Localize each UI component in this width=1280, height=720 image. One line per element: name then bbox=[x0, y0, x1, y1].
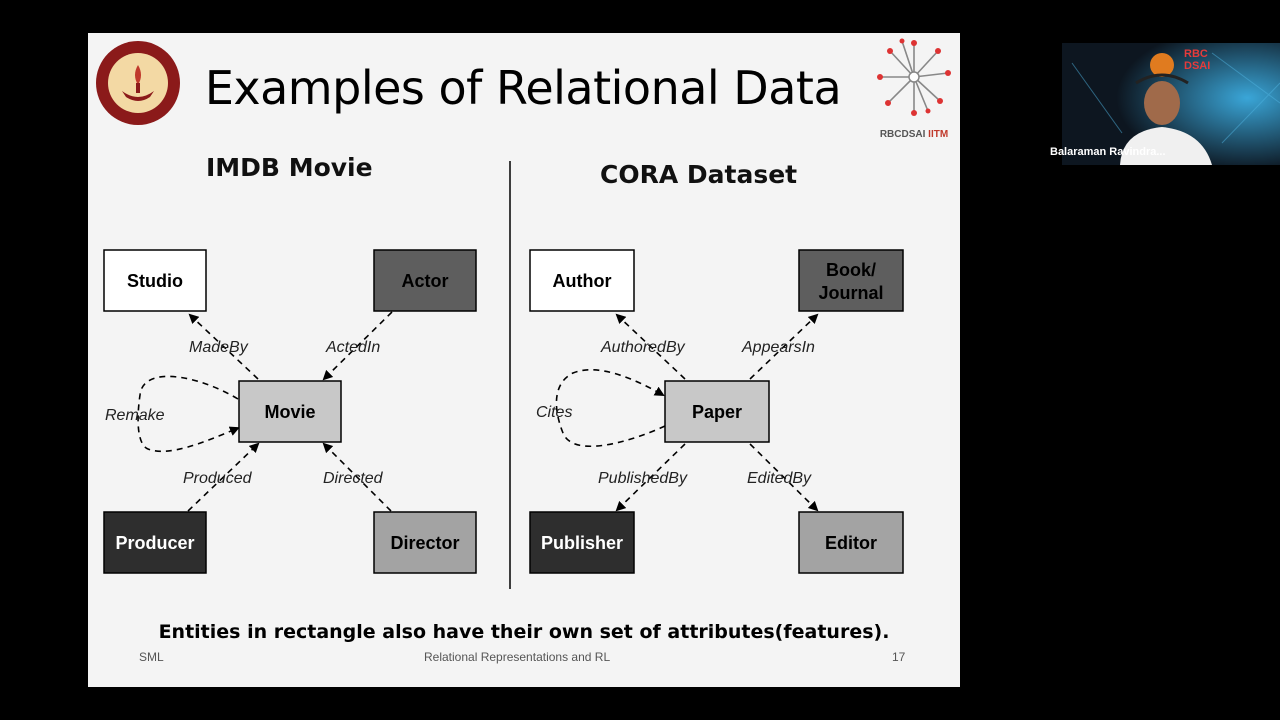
slide-title: Examples of Relational Data bbox=[204, 61, 842, 115]
edge-label-remake: Remake bbox=[105, 407, 165, 424]
participant-name: Balaraman Ravindra... bbox=[1050, 146, 1166, 158]
edge-label-acted-in: ActedIn bbox=[325, 339, 380, 356]
badge-text-2: DSAI bbox=[1184, 60, 1210, 72]
node-paper: Paper bbox=[664, 380, 770, 443]
person-body bbox=[1120, 127, 1212, 165]
edge-label-produced: Produced bbox=[183, 470, 253, 487]
node-book-journal-label-2: Journal bbox=[818, 283, 883, 303]
node-editor: Editor bbox=[798, 511, 904, 574]
page-number: 17 bbox=[892, 650, 906, 664]
edge-authored-by bbox=[615, 313, 686, 380]
edge-appears-in bbox=[749, 313, 819, 380]
edge-label-cites: Cites bbox=[536, 404, 572, 421]
edge-remake bbox=[137, 375, 240, 453]
edge-label-published-by: PublishedBy bbox=[598, 470, 688, 487]
slide: Examples of Relational Data RBCDSAI IITM… bbox=[88, 33, 960, 687]
edge-made-by bbox=[188, 313, 259, 380]
person-head bbox=[1144, 81, 1180, 125]
node-movie: Movie bbox=[238, 380, 342, 443]
edge-label-authored-by: AuthoredBy bbox=[600, 339, 686, 356]
footer-course: SML bbox=[139, 650, 164, 664]
edge-cites bbox=[555, 369, 666, 447]
node-paper-label: Paper bbox=[692, 402, 742, 422]
badge-text-1: RBC bbox=[1184, 48, 1208, 60]
relational-diagrams: Studio Actor Movie Producer Director Mad… bbox=[103, 161, 904, 589]
node-actor: Actor bbox=[373, 249, 477, 312]
cora-section-title: CORA Dataset bbox=[600, 160, 798, 189]
slide-caption: Entities in rectangle also have their ow… bbox=[158, 621, 890, 643]
headset bbox=[1135, 73, 1189, 85]
node-director-label: Director bbox=[390, 533, 459, 553]
edge-label-appears-in: AppearsIn bbox=[741, 339, 815, 356]
footer-topic: Relational Representations and RL bbox=[424, 650, 611, 664]
node-editor-label: Editor bbox=[825, 533, 877, 553]
node-director: Director bbox=[373, 511, 477, 574]
edge-label-made-by: MadeBy bbox=[189, 339, 249, 356]
node-book-journal: Book/ Journal bbox=[798, 249, 904, 312]
iitm-label: IITM bbox=[928, 129, 949, 140]
rbcdsai-logo bbox=[877, 38, 951, 116]
imdb-section-title: IMDB Movie bbox=[206, 153, 373, 182]
node-movie-label: Movie bbox=[264, 402, 315, 422]
rbcdsai-logo-text: RBCDSAI IITM bbox=[874, 129, 954, 140]
node-producer: Producer bbox=[103, 511, 207, 574]
node-producer-label: Producer bbox=[115, 533, 194, 553]
node-author: Author bbox=[529, 249, 635, 312]
participant-video[interactable]: RBC DSAI bbox=[1062, 43, 1280, 165]
node-book-journal-label-1: Book/ bbox=[826, 260, 876, 280]
edge-acted-in bbox=[322, 311, 393, 381]
node-studio: Studio bbox=[103, 249, 207, 312]
node-publisher: Publisher bbox=[529, 511, 635, 574]
node-publisher-label: Publisher bbox=[541, 533, 623, 553]
node-studio-label: Studio bbox=[127, 271, 183, 291]
rbcdsai-label: RBCDSAI bbox=[879, 129, 926, 140]
node-author-label: Author bbox=[553, 271, 612, 291]
video-feed: RBC DSAI bbox=[1062, 43, 1280, 165]
edge-label-directed: Directed bbox=[323, 470, 384, 487]
edge-directed bbox=[322, 442, 392, 512]
iitm-logo bbox=[96, 41, 180, 125]
edge-label-edited-by: EditedBy bbox=[747, 470, 812, 487]
rbc-badge-icon bbox=[1150, 53, 1174, 77]
edge-produced bbox=[187, 442, 260, 512]
edge-published-by bbox=[615, 443, 686, 512]
node-actor-label: Actor bbox=[401, 271, 448, 291]
edge-edited-by bbox=[749, 443, 819, 512]
